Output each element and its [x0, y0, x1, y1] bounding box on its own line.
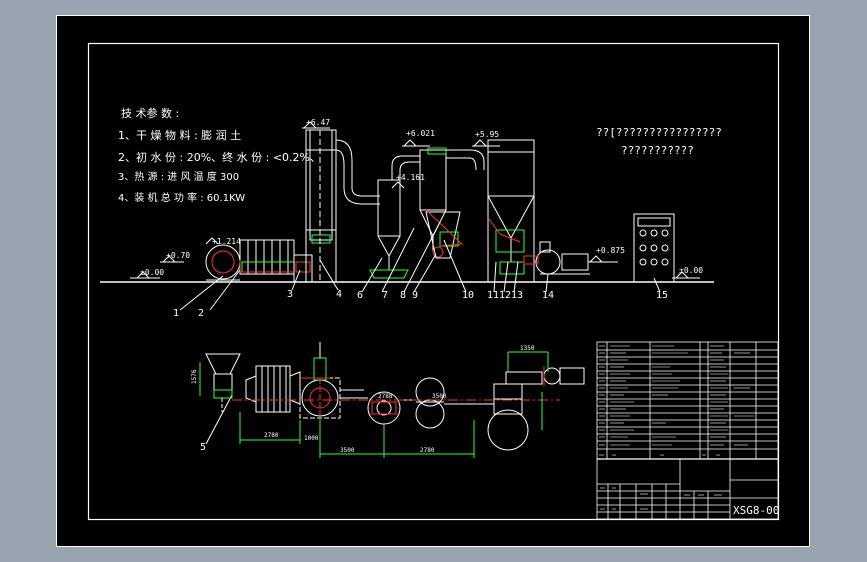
plan-heat-exchanger [245, 365, 301, 413]
bag-filter [487, 139, 535, 282]
elev-label-7: ±0.00 [140, 268, 164, 277]
drying-tower [305, 129, 337, 283]
callout-7: 7 [382, 290, 388, 301]
dim-plan-1: 2780 [264, 432, 279, 439]
title-block-frame [596, 341, 779, 520]
notes-line-3: 3、热 源 : 进 风 温 度 300 [118, 170, 239, 183]
drawing-number: XSG8-00 [733, 504, 779, 517]
callout-4: 4 [336, 289, 342, 300]
elev-label-9: ±0.00 [679, 266, 703, 275]
sheet-outer-border [56, 15, 810, 547]
dim-plan-3: 2780 [420, 447, 435, 454]
unreadable-text-2: ??????????? [621, 144, 694, 157]
second-cyclone [419, 147, 447, 258]
dim-plan-5: 2788 [378, 393, 393, 400]
notes-line-4: 4、装 机 总 功 率 : 60.1KW [118, 191, 245, 204]
callout-9: 9 [412, 290, 418, 301]
elev-label-4: +4.161 [396, 173, 425, 182]
elev-label-5: +1.214 [212, 237, 241, 246]
elev-label-3: +5.95 [475, 130, 499, 139]
feeder-motor [295, 261, 311, 273]
dim-plan-vertical: 1576 [191, 369, 198, 384]
notes-line-1: 1、干 燥 物 料 : 膨 润 土 [118, 128, 241, 142]
notes-line-2: 2、初 水 份 : 20%、终 水 份 : <0.2%、 [118, 150, 321, 164]
plan-view [199, 342, 585, 458]
first-cyclone [369, 179, 409, 279]
duct-tower-cyclone [335, 139, 380, 197]
callout-8: 8 [400, 290, 406, 301]
plan-dimension-labels: 2780 3500 2780 1000 2788 3500 1576 1350 [191, 345, 535, 454]
dim-plan-2: 3500 [340, 447, 355, 454]
callout-1: 1 [173, 308, 179, 319]
control-cabinet [633, 213, 675, 283]
callout-6: 6 [357, 290, 363, 301]
callout-12: 12 [499, 290, 511, 301]
bom-row-marks [599, 345, 754, 510]
unreadable-text-1: ??[???????????????? [596, 126, 722, 139]
notes-heading: 技 术参 数 : [121, 106, 179, 120]
elevation-markers [130, 121, 700, 279]
callout-numbers: 1 2 3 4 5 6 7 8 9 10 11 12 13 14 15 [173, 289, 668, 453]
elev-label-6: +0.70 [166, 251, 190, 260]
dim-plan-6: 3500 [432, 393, 447, 400]
callout-5: 5 [200, 442, 206, 453]
dim-plan-top: 1350 [520, 345, 535, 352]
plan-fan [505, 366, 585, 386]
title-block [596, 341, 779, 520]
elevation-view [100, 121, 714, 445]
callout-11: 11 [487, 290, 499, 301]
drawing-frame [87, 42, 780, 521]
callout-14: 14 [542, 290, 554, 301]
callout-3: 3 [287, 289, 293, 300]
callout-10: 10 [462, 290, 474, 301]
callout-15: 15 [656, 290, 668, 301]
callout-13: 13 [511, 290, 523, 301]
elev-label-8: +0.875 [596, 246, 625, 255]
elev-label-1: +6.47 [306, 118, 330, 127]
elev-label-2: +6.021 [406, 129, 435, 138]
dim-plan-4: 1000 [304, 435, 319, 442]
callout-2: 2 [198, 308, 204, 319]
technical-notes: 技 术参 数 : 1、干 燥 物 料 : 膨 润 土 2、初 水 份 : 20%… [118, 106, 722, 204]
feeder-base [293, 254, 313, 283]
drawing-sheet [56, 15, 810, 547]
elevation-labels: +6.47 +6.021 +5.95 +4.161 +1.214 +0.70 ±… [140, 118, 703, 277]
plan-dimension-lines [199, 351, 549, 458]
